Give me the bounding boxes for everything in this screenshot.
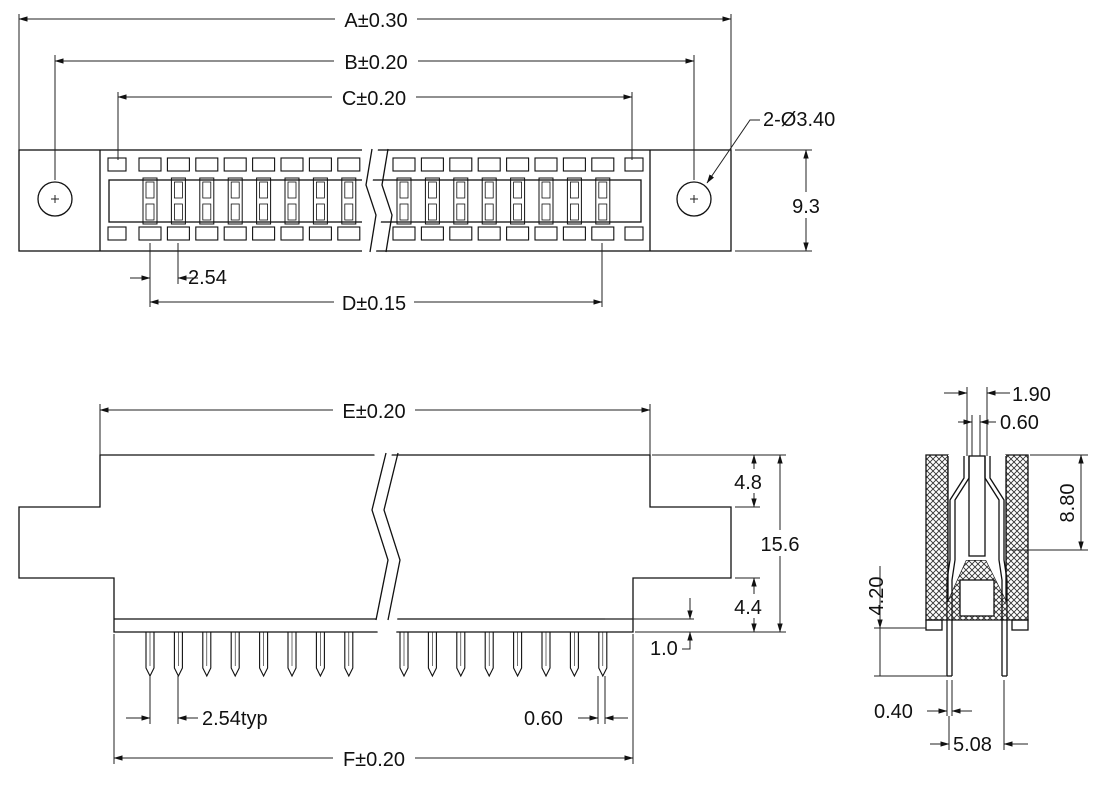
height-9-3-label: 9.3 [792, 196, 820, 218]
side-view [925, 454, 1029, 677]
dim-a-label: A±0.30 [344, 10, 407, 32]
side-8-80-label: 8.80 [1057, 484, 1079, 523]
top-break-line-right [381, 148, 393, 253]
dim-f-label: F±0.20 [343, 749, 405, 771]
dim-d-label: D±0.15 [342, 293, 406, 315]
mounting-hole-right [676, 181, 712, 217]
top-contact [392, 157, 416, 241]
top-view-contacts [107, 157, 644, 241]
dim-c-label: C±0.20 [342, 88, 406, 110]
top-contact [591, 157, 615, 241]
dim-4-8-label: 4.8 [734, 472, 762, 494]
side-standoff-left [925, 619, 943, 631]
front-view-pins [145, 620, 608, 678]
top-contact [337, 157, 361, 241]
pitch-typ-label: 2.54typ [202, 708, 268, 730]
hole-callout: 2-Ø3.40 [763, 109, 835, 131]
top-break-line-left [365, 148, 377, 253]
top-dimensions: A±0.30 B±0.20 C±0.20 2-Ø3.40 9.3 2.54 D±… [18, 6, 835, 315]
side-5-08-label: 5.08 [953, 734, 992, 756]
pitch-label: 2.54 [188, 267, 227, 289]
side-0-40-label: 0.40 [874, 701, 913, 723]
top-corner-key [107, 157, 127, 172]
top-contact [166, 157, 190, 241]
top-corner-key [624, 157, 644, 172]
top-break-gap [362, 149, 382, 252]
side-standoff-right [1011, 619, 1029, 631]
top-contact [223, 157, 247, 241]
side-dimensions: 1.90 0.60 8.80 4.20 0.40 5.08 [866, 384, 1088, 756]
top-contact [252, 157, 276, 241]
front-break-line-right [383, 452, 401, 621]
side-1-90-label: 1.90 [1012, 384, 1051, 406]
front-dimensions: E±0.20 4.8 15.6 4.4 1.0 2.54typ 0.60 F±0 [99, 397, 804, 771]
mounting-hole-left [37, 181, 73, 217]
side-4-20-label: 4.20 [866, 577, 888, 616]
top-corner-key [107, 226, 127, 241]
top-contact [308, 157, 332, 241]
dim-e-label: E±0.20 [342, 401, 405, 423]
top-contact [562, 157, 586, 241]
top-contact [506, 157, 530, 241]
dim-1-0-label: 1.0 [650, 638, 678, 660]
side-bottom-cavity [959, 579, 995, 617]
top-contact [420, 157, 444, 241]
top-contact [195, 157, 219, 241]
dim-4-4-label: 4.4 [734, 597, 762, 619]
top-contact [449, 157, 473, 241]
top-corner-key [624, 226, 644, 241]
dim-b-label: B±0.20 [344, 52, 407, 74]
front-view [18, 452, 732, 678]
side-card-slot [968, 455, 986, 557]
side-0-60-label: 0.60 [1000, 412, 1039, 434]
top-contact [534, 157, 558, 241]
top-view [18, 148, 732, 253]
pin-width-label: 0.60 [524, 708, 563, 730]
top-contact [280, 157, 304, 241]
dim-15-6-label: 15.6 [761, 534, 800, 556]
front-break-line-left [371, 452, 389, 621]
top-contact [477, 157, 501, 241]
top-contact [138, 157, 162, 241]
